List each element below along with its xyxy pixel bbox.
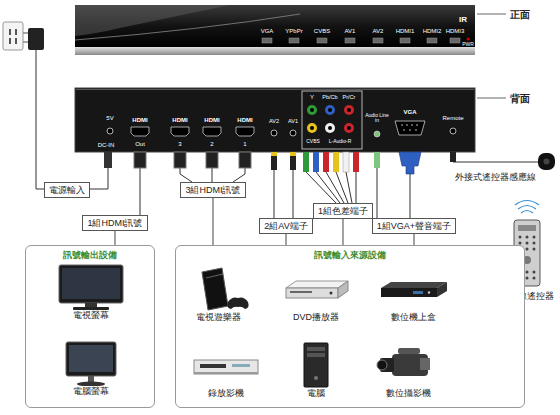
device-label: 數位機上盒 (371, 312, 455, 323)
callout-box: 1組色差端子 (313, 203, 373, 219)
callout-box: 1組VGA+聲音端子 (372, 218, 456, 234)
label-text: 外接式遙控器感應線 (455, 173, 536, 183)
label-text: Pr/Cr (343, 94, 356, 100)
label-text: 5V (106, 115, 113, 122)
plug (104, 152, 456, 174)
device-label: 錄放影機 (184, 388, 268, 399)
group-heading: 訊號輸入來源設備 (176, 250, 524, 261)
label-text: L-Audio-R (329, 139, 352, 145)
callout-box: 2組AV端子 (259, 218, 312, 234)
label-text: AV2 (373, 28, 384, 35)
device-icon (276, 264, 356, 312)
leader-line (477, 14, 506, 15)
device-label: 電視遊樂器 (176, 312, 260, 323)
label-text: Pb/Cb (322, 94, 337, 100)
group-heading: 訊號輸出設備 (26, 250, 154, 261)
label-text: 1 (243, 141, 246, 148)
label-text: DC-IN (98, 142, 115, 149)
device-label: 電視螢幕 (49, 310, 133, 321)
label-text: 背面 (510, 93, 530, 104)
label-text: AV1 (345, 28, 356, 35)
label-text: HDMI3 (446, 28, 465, 35)
device-icon (186, 340, 266, 388)
label-text: HDMI (132, 117, 147, 124)
callout-text: 2組AV端子 (264, 220, 307, 232)
label-text: 2 (210, 141, 213, 148)
callout-text: 1組VGA+聲音端子 (377, 220, 451, 232)
label-text: IR (459, 16, 467, 25)
label-text: CVBS (306, 139, 320, 145)
connector (212, 198, 213, 245)
device-label: 電腦螢幕 (49, 386, 133, 397)
label-text: HDMI (204, 117, 219, 124)
label-text: Remote (442, 115, 463, 122)
power-outlet (3, 22, 44, 50)
device-icon (178, 264, 258, 312)
label-text: Y (310, 94, 314, 101)
label-text: HDMI1 (396, 28, 415, 35)
connector (414, 234, 415, 245)
callout-box: 1組HDMI訊號 (82, 215, 147, 231)
label-text: 3 (178, 141, 181, 148)
cable (36, 50, 538, 218)
callout-text: 1組HDMI訊號 (87, 217, 142, 229)
device-item: DVD播放器 (274, 264, 358, 323)
label-text: VGA (403, 109, 416, 116)
device-label: DVD播放器 (274, 312, 358, 323)
device-icon (373, 264, 453, 312)
callout-text: 電源輸入 (49, 184, 85, 196)
callout-box: 3組HDMI訊號 (180, 182, 245, 198)
device-label: 電腦 (274, 388, 358, 399)
device-item: 錄放影機 (184, 340, 268, 399)
device-icon (51, 338, 131, 386)
label-text: AV2 (269, 118, 279, 124)
connector (342, 219, 343, 245)
device-icon (368, 340, 448, 388)
label-text: 正面 (510, 9, 530, 20)
label-text: YPbPr (285, 28, 302, 35)
label-text: Audio Line in (365, 113, 389, 124)
label-text: HDMI2 (423, 28, 442, 35)
device-item: 電腦 (274, 340, 358, 399)
label-text: HDMI (172, 117, 187, 124)
group-box: 訊號輸出設備電視螢幕電腦螢幕 (25, 245, 155, 408)
device-icon (51, 262, 131, 310)
callout-text: 3組HDMI訊號 (185, 184, 240, 196)
device-icon (276, 340, 356, 388)
device-label: 數位攝影機 (366, 388, 450, 399)
device-item: 數位攝影機 (366, 340, 450, 399)
front-panel (75, 5, 475, 55)
label-text: CVBS (314, 28, 330, 35)
back-panel (75, 88, 475, 152)
label-text: HDMI (237, 117, 252, 124)
device-item: 電視遊樂器 (176, 264, 260, 323)
leader-line (477, 98, 506, 99)
ir-sensor (538, 153, 555, 170)
device-item: 數位機上盒 (371, 264, 455, 323)
label-text: VGA (261, 28, 274, 35)
label-text: PWR (462, 42, 474, 48)
group-box: 訊號輸入來源設備電視遊樂器 DVD播放器 數位機上盒錄放影機電腦數位攝影機 (175, 245, 525, 408)
label-text: AV1 (288, 118, 298, 124)
device-item: 電視螢幕 (49, 262, 133, 321)
device-item: 電腦螢幕 (49, 338, 133, 397)
connector (286, 234, 287, 245)
callout-box: 電源輸入 (44, 182, 90, 198)
callout-text: 1組色差端子 (318, 205, 368, 217)
connector (114, 231, 115, 245)
label-text: Out (135, 141, 145, 148)
